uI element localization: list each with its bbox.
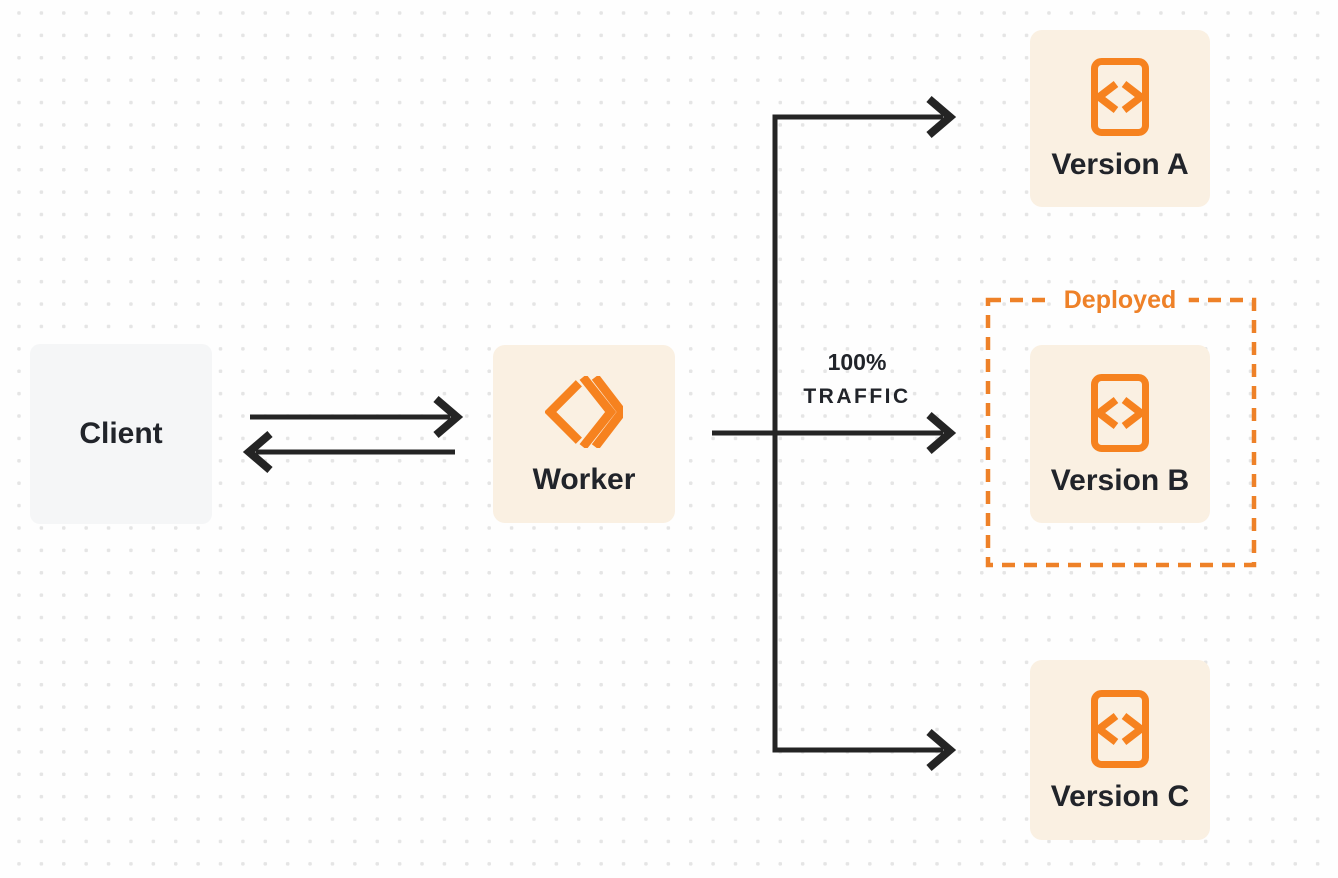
code-file-icon bbox=[1091, 373, 1149, 452]
client-to-worker-arrow bbox=[250, 395, 464, 439]
arrowhead-right-icon bbox=[433, 395, 464, 439]
worker-node-label: Worker bbox=[532, 463, 636, 496]
worker-node: Worker bbox=[493, 345, 675, 523]
version-b-node: Version B bbox=[1030, 345, 1210, 523]
arrowhead-left-icon bbox=[242, 430, 273, 474]
code-file-icon bbox=[1091, 689, 1149, 768]
version-c-node: Version C bbox=[1030, 660, 1210, 840]
version-c-node-label: Version C bbox=[1050, 779, 1190, 813]
version-a-node: Version A bbox=[1030, 30, 1210, 207]
worker-logo-icon bbox=[545, 376, 623, 448]
arrowhead-to-version-b-icon bbox=[926, 411, 957, 455]
traffic-annotation: 100% TRAFFIC bbox=[789, 349, 925, 409]
client-node-label: Client bbox=[79, 417, 163, 450]
arrowhead-to-version-a-icon bbox=[926, 95, 957, 139]
branch-to-version-a-arrow bbox=[772, 95, 957, 139]
traffic-word-label: TRAFFIC bbox=[803, 385, 911, 408]
client-node: Client bbox=[30, 344, 212, 524]
branch-to-version-c-arrow bbox=[772, 728, 957, 772]
traffic-trunk bbox=[712, 114, 957, 753]
traffic-percent-label: 100% bbox=[827, 349, 887, 375]
version-a-node-label: Version A bbox=[1051, 148, 1189, 181]
deployed-group-label: Deployed bbox=[1051, 284, 1189, 316]
arrowhead-to-version-c-icon bbox=[926, 728, 957, 772]
version-b-node-label: Version B bbox=[1050, 463, 1190, 497]
worker-to-client-arrow bbox=[242, 430, 455, 474]
code-file-icon bbox=[1091, 58, 1149, 136]
